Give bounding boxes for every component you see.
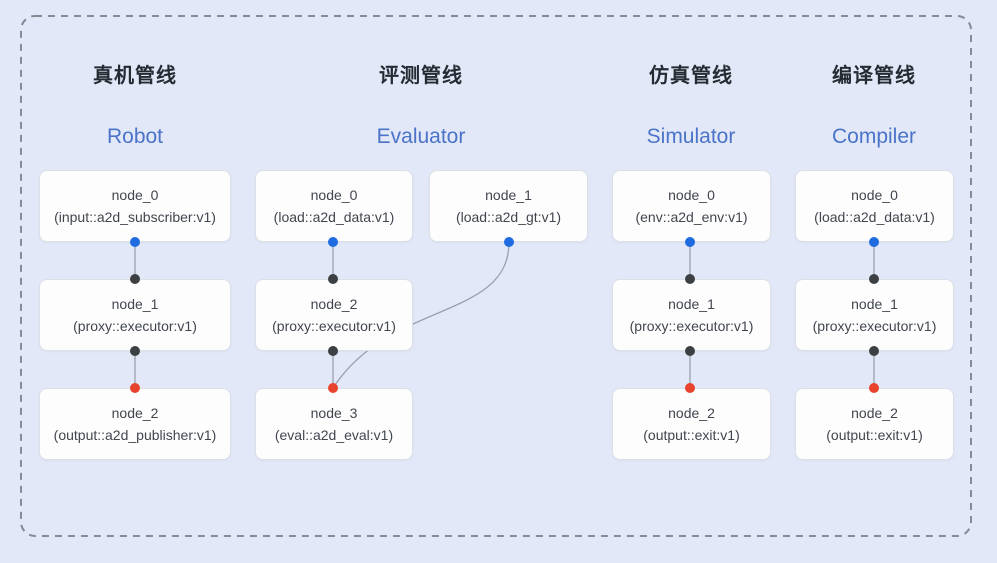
port-dot-output-blue: [685, 237, 695, 247]
port-dot-executor-out-dark: [130, 346, 140, 356]
node-type: (proxy::executor:v1): [812, 318, 937, 334]
node-box-evaluator-node2: node_2 (proxy::executor:v1): [255, 279, 413, 351]
node-name: node_2: [668, 405, 715, 421]
node-box-simulator-node2: node_2 (output::exit:v1): [612, 388, 771, 460]
node-type: (eval::a2d_eval:v1): [274, 427, 394, 443]
node-type: (output::exit:v1): [826, 427, 923, 443]
node-name: node_1: [111, 296, 159, 312]
edge-evaluator-n1-n3: [332, 241, 510, 389]
node-type: (output::exit:v1): [643, 427, 740, 443]
node-type: (proxy::executor:v1): [73, 318, 197, 334]
node-box-compiler-node0: node_0 (load::a2d_data:v1): [795, 170, 954, 242]
port-dot-output-blue: [869, 237, 879, 247]
node-box-robot-node1: node_1 (proxy::executor:v1): [39, 279, 231, 351]
port-dot-executor-in-dark: [685, 274, 695, 284]
node-name: node_1: [485, 187, 532, 203]
node-name: node_0: [310, 187, 358, 203]
port-dot-output-blue: [328, 237, 338, 247]
node-box-robot-node0: node_0 (input::a2d_subscriber:v1): [39, 170, 231, 242]
node-box-evaluator-node3: node_3 (eval::a2d_eval:v1): [255, 388, 413, 460]
node-box-evaluator-node1: node_1 (load::a2d_gt:v1): [429, 170, 588, 242]
dashed-border: [20, 15, 972, 537]
node-box-simulator-node0: node_0 (env::a2d_env:v1): [612, 170, 771, 242]
node-type: (input::a2d_subscriber:v1): [54, 209, 216, 225]
node-name: node_0: [851, 187, 898, 203]
node-name: node_0: [668, 187, 715, 203]
node-name: node_3: [310, 405, 358, 421]
node-type: (proxy::executor:v1): [629, 318, 754, 334]
node-name: node_2: [851, 405, 898, 421]
node-box-compiler-node2: node_2 (output::exit:v1): [795, 388, 954, 460]
port-dot-executor-in-dark: [130, 274, 140, 284]
pipeline-title-cn-simulator: 仿真管线: [649, 65, 733, 87]
node-name: node_1: [668, 296, 715, 312]
node-type: (load::a2d_data:v1): [273, 209, 395, 225]
port-dot-sink-red: [869, 383, 879, 393]
node-box-evaluator-node0: node_0 (load::a2d_data:v1): [255, 170, 413, 242]
port-dot-output-blue: [504, 237, 514, 247]
pipeline-title-cn-evaluator: 评测管线: [379, 65, 463, 87]
node-box-simulator-node1: node_1 (proxy::executor:v1): [612, 279, 771, 351]
port-dot-executor-out-dark: [869, 346, 879, 356]
port-dot-output-blue: [130, 237, 140, 247]
pipeline-title-en-simulator: Simulator: [646, 125, 736, 148]
port-dot-executor-in-dark: [328, 274, 338, 284]
node-name: node_0: [111, 187, 159, 203]
port-dot-sink-red: [130, 383, 140, 393]
node-box-robot-node2: node_2 (output::a2d_publisher:v1): [39, 388, 231, 460]
pipeline-title-en-compiler: Compiler: [831, 125, 917, 148]
node-type: (load::a2d_data:v1): [814, 209, 935, 225]
pipeline-title-en-evaluator: Evaluator: [376, 125, 466, 148]
node-name: node_2: [310, 296, 358, 312]
node-type: (proxy::executor:v1): [272, 318, 396, 334]
node-type: (output::a2d_publisher:v1): [53, 427, 217, 443]
pipeline-title-en-robot: Robot: [106, 125, 164, 148]
port-dot-executor-out-dark: [328, 346, 338, 356]
node-name: node_1: [851, 296, 898, 312]
node-box-compiler-node1: node_1 (proxy::executor:v1): [795, 279, 954, 351]
node-type: (env::a2d_env:v1): [635, 209, 748, 225]
port-dot-sink-red: [685, 383, 695, 393]
pipeline-title-cn-compiler: 编译管线: [832, 65, 916, 87]
node-name: node_2: [111, 405, 159, 421]
node-type: (load::a2d_gt:v1): [455, 209, 562, 225]
pipeline-title-cn-robot: 真机管线: [93, 65, 177, 87]
port-dot-executor-in-dark: [869, 274, 879, 284]
port-dot-executor-out-dark: [685, 346, 695, 356]
port-dot-sink-red: [328, 383, 338, 393]
